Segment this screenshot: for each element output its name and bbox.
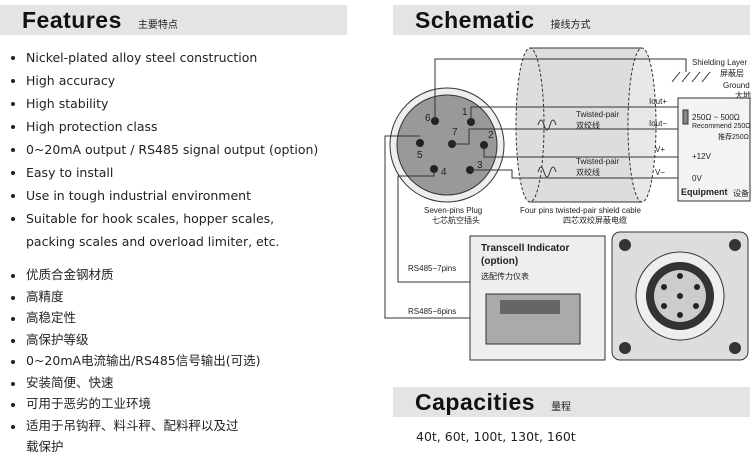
shielding-label: Shielding Layer <box>692 58 748 67</box>
feature-item: High accuracy <box>10 69 318 92</box>
v0: 0V <box>692 174 702 183</box>
indicator-cn: 选配传力仪表 <box>481 272 529 281</box>
feature-item-cn-cont: 载保护 <box>26 439 64 454</box>
pin-label: 1 <box>462 107 468 118</box>
vplus: V+ <box>655 145 666 154</box>
features-list-en: Nickel-plated alloy steel construction H… <box>10 46 318 253</box>
features-title: Features <box>22 6 122 33</box>
pin-label: 2 <box>488 130 494 141</box>
equipment-cn: 设备 <box>733 189 749 198</box>
rs485-6pins: RS485−6pins <box>408 307 457 316</box>
feature-item: 0~20mA output / RS485 signal output (opt… <box>10 138 318 161</box>
feature-item: High protection class <box>10 115 318 138</box>
recommend-cn: 推荐250Ω <box>718 134 749 141</box>
plug-label: Seven-pins Plug <box>424 206 483 215</box>
feature-item-cn: 高精度 <box>10 286 261 308</box>
feature-item-cn: 可用于恶劣的工业环境 <box>10 393 261 415</box>
schematic-subtitle: 接线方式 <box>550 19 591 31</box>
schematic-header: Schematic 接线方式 <box>393 5 750 35</box>
pin-label: 6 <box>425 113 431 124</box>
pin-label: 7 <box>452 127 458 138</box>
pin-label: 5 <box>417 150 423 161</box>
feature-item-cont: packing scales and overload limiter, etc… <box>26 234 280 249</box>
ground-label: Ground <box>723 81 750 90</box>
twisted-cn: 双绞线 <box>576 121 600 130</box>
indicator-option: (option) <box>481 256 519 267</box>
twisted-label: Twisted-pair <box>576 110 620 119</box>
feature-item-cn: 0~20mA电流输出/RS485信号输出(可选) <box>10 350 261 372</box>
rs485-7pins: RS485−7pins <box>408 264 457 273</box>
indicator-title: Transcell Indicator <box>481 243 570 254</box>
capacities-header: Capacities 量程 <box>393 387 750 417</box>
cable-cn: 四芯双绞屏蔽电缆 <box>563 216 627 225</box>
plug-connector <box>389 87 505 203</box>
schematic-title: Schematic <box>415 6 535 33</box>
iout-plus: Iout+ <box>649 97 668 106</box>
twisted-cn-2: 双绞线 <box>576 168 600 177</box>
features-subtitle: 主要特点 <box>137 19 178 31</box>
twisted-label-2: Twisted-pair <box>576 157 620 166</box>
feature-item-cn: 高稳定性 <box>10 307 261 329</box>
indicator-box <box>469 235 606 361</box>
capacities-title: Capacities <box>415 388 536 415</box>
feature-item: High stability <box>10 92 318 115</box>
recommend: Recommend 250Ω <box>692 123 751 130</box>
features-list-cn: 优质合金钢材质 高精度 高稳定性 高保护等级 0~20mA电流输出/RS485信… <box>10 264 261 458</box>
feature-item-cn: 适用于吊钩秤、料斗秤、配料秤以及过 <box>10 415 261 437</box>
plug-cn: 七芯航空插头 <box>432 216 480 225</box>
iout-minus: Iout− <box>649 119 668 128</box>
feature-item: Suitable for hook scales, hopper scales, <box>10 207 318 230</box>
feature-item: Nickel-plated alloy steel construction <box>10 46 318 69</box>
pin-label: 3 <box>477 160 483 171</box>
equipment-label: Equipment <box>681 187 728 197</box>
feature-item-cn: 安装简便、快速 <box>10 372 261 394</box>
vminus: V− <box>655 168 666 177</box>
capacities-subtitle: 量程 <box>551 401 572 413</box>
resistor-range: 250Ω ~ 500Ω <box>692 113 740 122</box>
shielding-cn: 屏蔽层 <box>720 69 744 78</box>
pin-label: 4 <box>441 167 447 178</box>
cable-label: Four pins twisted-pair shield cable <box>520 206 641 215</box>
feature-item: Use in tough industrial environment <box>10 184 318 207</box>
v12: +12V <box>692 152 711 161</box>
features-header: Features 主要特点 <box>0 5 347 35</box>
feature-item-cn: 优质合金钢材质 <box>10 264 261 286</box>
feature-item: Easy to install <box>10 161 318 184</box>
feature-item-cn: 高保护等级 <box>10 329 261 351</box>
connector-photo <box>611 231 749 361</box>
ground-cn: 大地 <box>735 91 751 100</box>
capacities-values: 40t, 60t, 100t, 130t, 160t <box>416 429 576 444</box>
